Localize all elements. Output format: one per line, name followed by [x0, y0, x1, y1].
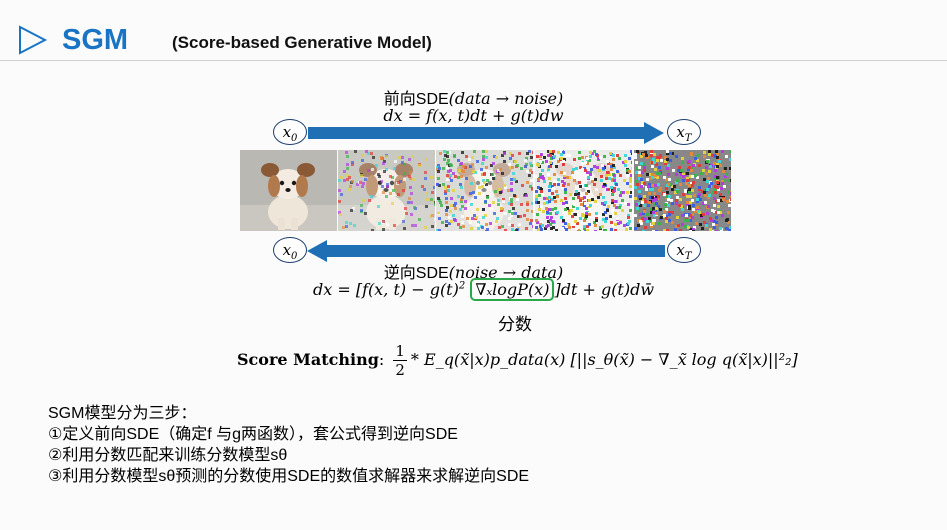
- slide-title: SGM: [62, 24, 129, 56]
- noisy-dog-image: [634, 150, 731, 231]
- reverse-sde-label: 逆向SDE(noise → data): [383, 263, 564, 282]
- step-2: ②利用分数匹配来训练分数模型sθ: [48, 447, 288, 464]
- header-divider: [0, 60, 947, 61]
- score-term-highlight: ∇ₓlogP(x): [470, 278, 555, 301]
- score-label: 分数: [498, 315, 532, 334]
- noisy-dog-image: [436, 150, 533, 231]
- step-1: ①定义前向SDE（确定f 与g两函数），套公式得到逆向SDE: [48, 426, 458, 443]
- forward-sde-label: 前向SDE(data → noise): [383, 89, 564, 108]
- forward-start-node: x0: [273, 119, 307, 145]
- image-noise-low: [338, 150, 435, 231]
- reverse-start-node: xT: [667, 237, 701, 263]
- image-noise-high: [535, 150, 632, 231]
- score-matching-name: Score Matching: [237, 350, 379, 369]
- forward-arrow: [308, 122, 664, 144]
- score-matching-expression: * E_q(x̃|x)p_data(x) [||s_θ(x̃) − ∇_x̃ l…: [410, 350, 798, 369]
- noisy-dog-image: [338, 150, 435, 231]
- one-half-fraction: 1 2: [393, 342, 407, 379]
- noisy-dog-image: [240, 150, 337, 231]
- reverse-sde-equation: dx = [f(x, t) − g(t)2 ∇ₓlogP(x)]dt + g(t…: [313, 278, 655, 301]
- image-noise-pure: [634, 150, 731, 231]
- forward-sde-equation: dx = f(x, t)dt + g(t)dw: [383, 106, 564, 125]
- noisy-dog-image: [535, 150, 632, 231]
- image-clean: [240, 150, 337, 231]
- steps-intro: SGM模型分为三步：: [48, 405, 197, 422]
- steps-list: SGM模型分为三步： ①定义前向SDE（确定f 与g两函数），套公式得到逆向SD…: [48, 403, 529, 487]
- reverse-end-node: x0: [273, 237, 307, 263]
- score-matching-formula: Score Matching: 1 2 * E_q(x̃|x)p_data(x)…: [237, 342, 798, 379]
- diffusion-image-strip: [240, 150, 731, 231]
- step-3: ③利用分数模型sθ预测的分数使用SDE的数值求解器来求解逆向SDE: [48, 468, 530, 485]
- reverse-arrow: [307, 240, 665, 262]
- image-noise-mid: [436, 150, 533, 231]
- forward-end-node: xT: [667, 119, 701, 145]
- slide-subtitle: (Score-based Generative Model): [172, 33, 432, 52]
- play-triangle-outline-icon: [19, 25, 48, 55]
